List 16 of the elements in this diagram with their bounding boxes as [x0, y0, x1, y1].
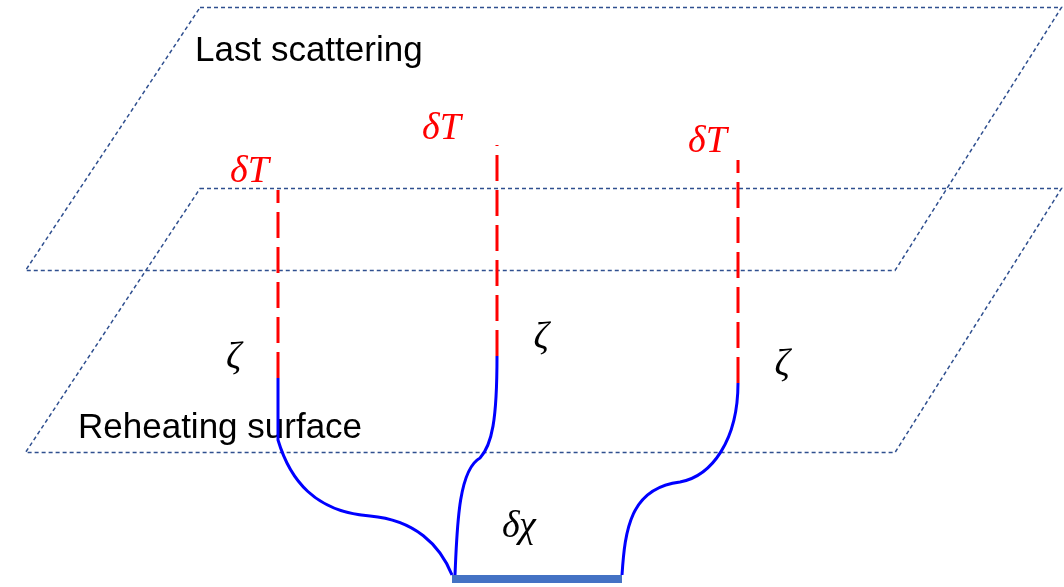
dashed-line — [736, 160, 740, 383]
variable-label: ζ — [226, 336, 242, 374]
variable-label: ζ — [533, 316, 549, 354]
variable-label: δT — [688, 120, 727, 158]
variable-label: δT — [230, 150, 269, 188]
variable-label: ζ — [774, 343, 790, 381]
dashed-line — [276, 190, 280, 378]
dashed-line — [495, 145, 499, 356]
variable-label: δχ — [502, 505, 536, 543]
curve-line — [453, 356, 499, 576]
curve-line — [620, 382, 740, 576]
plane-surface — [25, 188, 1062, 453]
curve-line — [276, 378, 454, 576]
variable-label: δT — [422, 107, 461, 145]
surface-label: Last scattering — [195, 29, 423, 69]
plane-surface — [25, 7, 1062, 271]
